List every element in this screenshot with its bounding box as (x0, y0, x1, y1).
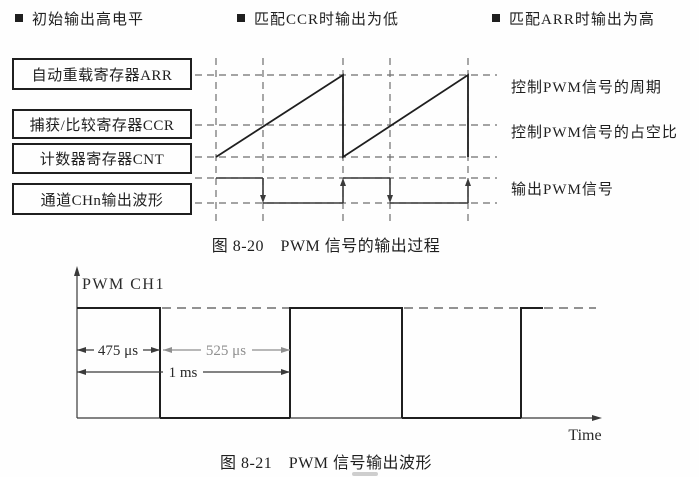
legend-label: 匹配ARR时输出为高 (509, 11, 655, 28)
vertical-dashed-grid (215, 58, 469, 222)
pwm-output-waveform-plot: 475 μs 525 μs 1 ms PWM CH1 Time (74, 266, 602, 444)
y-axis-label: PWM CH1 (82, 276, 165, 293)
x-axis-label: Time (568, 427, 601, 444)
cnt-sawtooth-wave (215, 73, 469, 159)
dimension-1ms-label: 1 ms (169, 365, 198, 381)
figure-8-21-caption: 图 8-21 PWM 信号输出波形 (219, 455, 433, 472)
register-label: 计数器寄存器CNT (39, 152, 165, 168)
horizontal-dashed-grid (195, 74, 497, 204)
register-box-cnt: 计数器寄存器CNT (12, 143, 192, 174)
legend-item-ccr-match-low: 匹配CCR时输出为低 (237, 8, 399, 28)
annotation-period: 控制PWM信号的周期 (511, 80, 662, 96)
dimension-475us-label: 475 μs (98, 343, 138, 359)
pwm-timing-diagram (195, 58, 497, 222)
arrow-up-icon (465, 178, 471, 186)
legend-item-initial-high: 初始输出高电平 (15, 8, 144, 28)
dimension-525us-label: 525 μs (206, 343, 246, 359)
dimension-1ms: 1 ms (77, 364, 290, 381)
arrow-up-icon (340, 178, 346, 186)
bullet-square-icon (492, 14, 500, 22)
register-box-chn-output: 通道CHn输出波形 (12, 183, 192, 215)
legend-label: 初始输出高电平 (32, 11, 145, 28)
dimension-525us: 525 μs (163, 342, 290, 359)
bullet-square-icon (237, 14, 245, 22)
scan-smudge (352, 472, 378, 476)
y-axis-arrow-icon (74, 266, 80, 276)
pwm-square-wave (77, 307, 543, 419)
bullet-square-icon (15, 14, 23, 22)
legend-item-arr-match-high: 匹配ARR时输出为高 (492, 8, 655, 28)
transition-arrowheads (260, 178, 471, 203)
register-label: 通道CHn输出波形 (40, 192, 164, 209)
register-label: 捕获/比较寄存器CCR (29, 117, 175, 134)
arrow-down-icon (387, 195, 393, 203)
annotation-output-signal: 输出PWM信号 (511, 182, 614, 198)
arrow-down-icon (260, 195, 266, 203)
register-box-ccr: 捕获/比较寄存器CCR (12, 109, 192, 139)
register-label: 自动重载寄存器ARR (31, 67, 173, 84)
annotation-duty-cycle: 控制PWM信号的占空比 (511, 125, 678, 141)
figure-8-20-caption: 图 8-20 PWM 信号的输出过程 (211, 238, 441, 255)
x-axis-arrow-icon (592, 415, 602, 421)
dimension-475us: 475 μs (77, 342, 160, 359)
legend-label: 匹配CCR时输出为低 (254, 11, 400, 28)
register-box-arr: 自动重载寄存器ARR (12, 58, 192, 90)
